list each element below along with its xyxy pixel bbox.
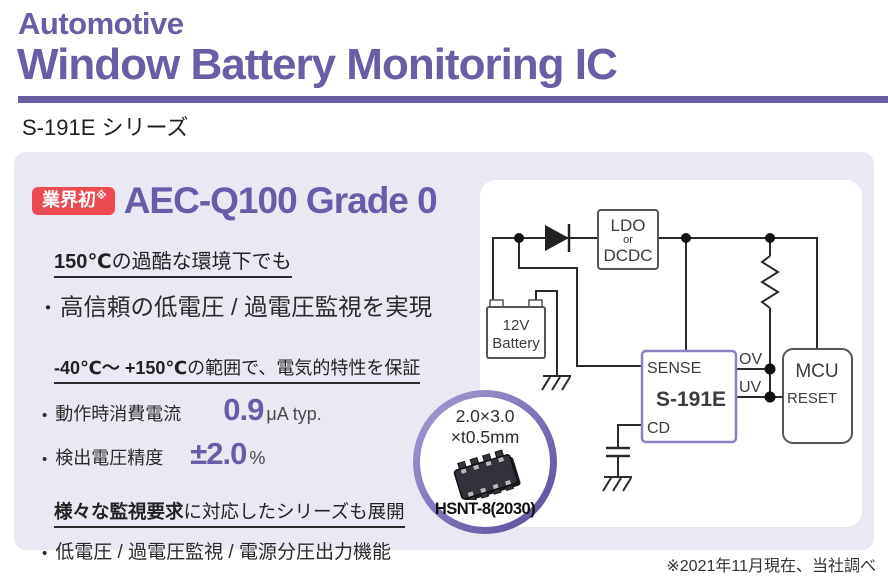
feature3-lead-bold: 様々な監視要求	[54, 501, 184, 522]
resistor-icon	[760, 255, 780, 309]
product-title: Window Battery Monitoring IC	[17, 40, 618, 89]
badge-asterisk: ※	[96, 189, 107, 202]
feature3-text: 低電圧 / 過電圧監視 / 電源分圧出力機能	[55, 542, 391, 563]
spec-row-current: • 動作時消費電流 0.9 μA typ.	[42, 392, 484, 428]
feature2-lead-bold: -40℃～ +150℃	[54, 358, 188, 378]
feature1-lead-rest: の過酷な環境下でも	[111, 251, 292, 273]
feature1-lead: 150℃の過酷な環境下でも	[54, 245, 484, 278]
wire	[518, 238, 642, 367]
feature1-bullet: ・ 高信頼の低電圧 / 過電圧監視を実現	[38, 288, 484, 322]
mcu-box: MCU RESET	[782, 348, 853, 444]
spec-current-unit: μA typ.	[266, 404, 322, 424]
wire	[535, 290, 558, 376]
badge-label: 業界初	[42, 189, 96, 210]
feature-column: 業界初※ AEC-Q100 Grade 0 150℃の過酷な環境下でも ・ 高信…	[32, 168, 484, 564]
ground-icon	[602, 476, 632, 492]
feature1-lead-bold: 150℃	[54, 251, 112, 273]
ic-pin-sense: SENSE	[647, 360, 701, 377]
bullet-icon: •	[42, 545, 48, 562]
spec-accuracy-unit: %	[249, 448, 266, 468]
junction-dots	[514, 233, 776, 403]
junction-dot	[764, 363, 776, 375]
junction-dot	[765, 233, 775, 243]
headline-row: 業界初※ AEC-Q100 Grade 0	[32, 180, 484, 222]
industry-first-badge: 業界初※	[32, 186, 115, 216]
category-label: Automotive	[18, 6, 184, 41]
feature1-text: 高信頼の低電圧 / 過電圧監視を実現	[60, 294, 433, 320]
spec-current-value: 0.9	[223, 392, 264, 427]
package-circle: 2.0×3.0 ×t0.5mm	[413, 390, 557, 534]
regulator-label-ldo: LDO	[611, 216, 646, 235]
battery-terminal	[489, 299, 504, 308]
mcu-name: MCU	[795, 361, 838, 382]
feature2-lead: -40℃～ +150℃の範囲で、電気的特性を保証	[54, 354, 484, 384]
circuit-svg: 12V Battery LDO or DCDC SENSE S-191E CD	[486, 209, 853, 492]
battery-label-line1: 12V	[503, 317, 530, 334]
series-label: S-191E シリーズ	[22, 115, 189, 140]
junction-dot	[764, 391, 776, 403]
battery-label-line2: Battery	[492, 335, 540, 352]
junction-dot	[514, 233, 524, 243]
regulator-label-or: or	[623, 234, 633, 246]
bullet-icon: •	[42, 407, 48, 424]
spec-current-label: 動作時消費電流	[55, 404, 182, 424]
title-underline-bar	[18, 96, 888, 103]
ic-pin-cd: CD	[647, 420, 670, 437]
package-circle-inner: 2.0×3.0 ×t0.5mm	[420, 397, 550, 527]
spec-row-accuracy: • 検出電圧精度 ±2.0 %	[42, 436, 484, 472]
regulator-label-dcdc: DCDC	[603, 246, 652, 265]
ic-name: S-191E	[656, 388, 726, 411]
ic-box: SENSE S-191E CD	[640, 349, 738, 444]
feature2-lead-rest: の範囲で、電気的特性を保証	[187, 358, 421, 378]
package-size: 2.0×3.0 ×t0.5mm	[420, 406, 550, 447]
package-name: HSNT-8(2030)	[434, 500, 536, 519]
footnote: ※2021年11月現在、当社調べ	[666, 558, 876, 575]
ground-icon	[541, 375, 571, 391]
headline-aec-q100: AEC-Q100 Grade 0	[123, 180, 438, 221]
package-chip-icon	[453, 449, 521, 501]
battery-box: 12V Battery	[486, 299, 546, 359]
diode-icon	[545, 224, 571, 252]
battery-terminal	[528, 299, 543, 308]
feature3-lead-rest: に対応したシリーズも展開	[183, 501, 405, 522]
capacitor-icon	[606, 446, 630, 458]
spec-accuracy-label: 検出電圧精度	[55, 448, 164, 468]
feature-panel: 業界初※ AEC-Q100 Grade 0 150℃の過酷な環境下でも ・ 高信…	[14, 152, 874, 563]
wire	[617, 424, 642, 448]
bullet-icon: •	[42, 451, 48, 468]
package-size-line1: 2.0×3.0	[455, 406, 515, 426]
regulator-box: LDO or DCDC	[597, 209, 659, 270]
junction-dot	[681, 233, 691, 243]
bullet-icon: ・	[38, 298, 58, 320]
spec-accuracy-value: ±2.0	[190, 436, 247, 471]
mcu-pin-reset: RESET	[787, 390, 837, 407]
feature3-lead: 様々な監視要求に対応したシリーズも展開	[54, 498, 484, 528]
wire	[658, 237, 818, 349]
ic-pin-ov: OV	[739, 351, 762, 368]
ic-pin-uv: UV	[739, 379, 762, 396]
feature3-bullet: • 低電圧 / 過電圧監視 / 電源分圧出力機能	[42, 537, 484, 564]
package-size-line2: ×t0.5mm	[450, 426, 520, 447]
